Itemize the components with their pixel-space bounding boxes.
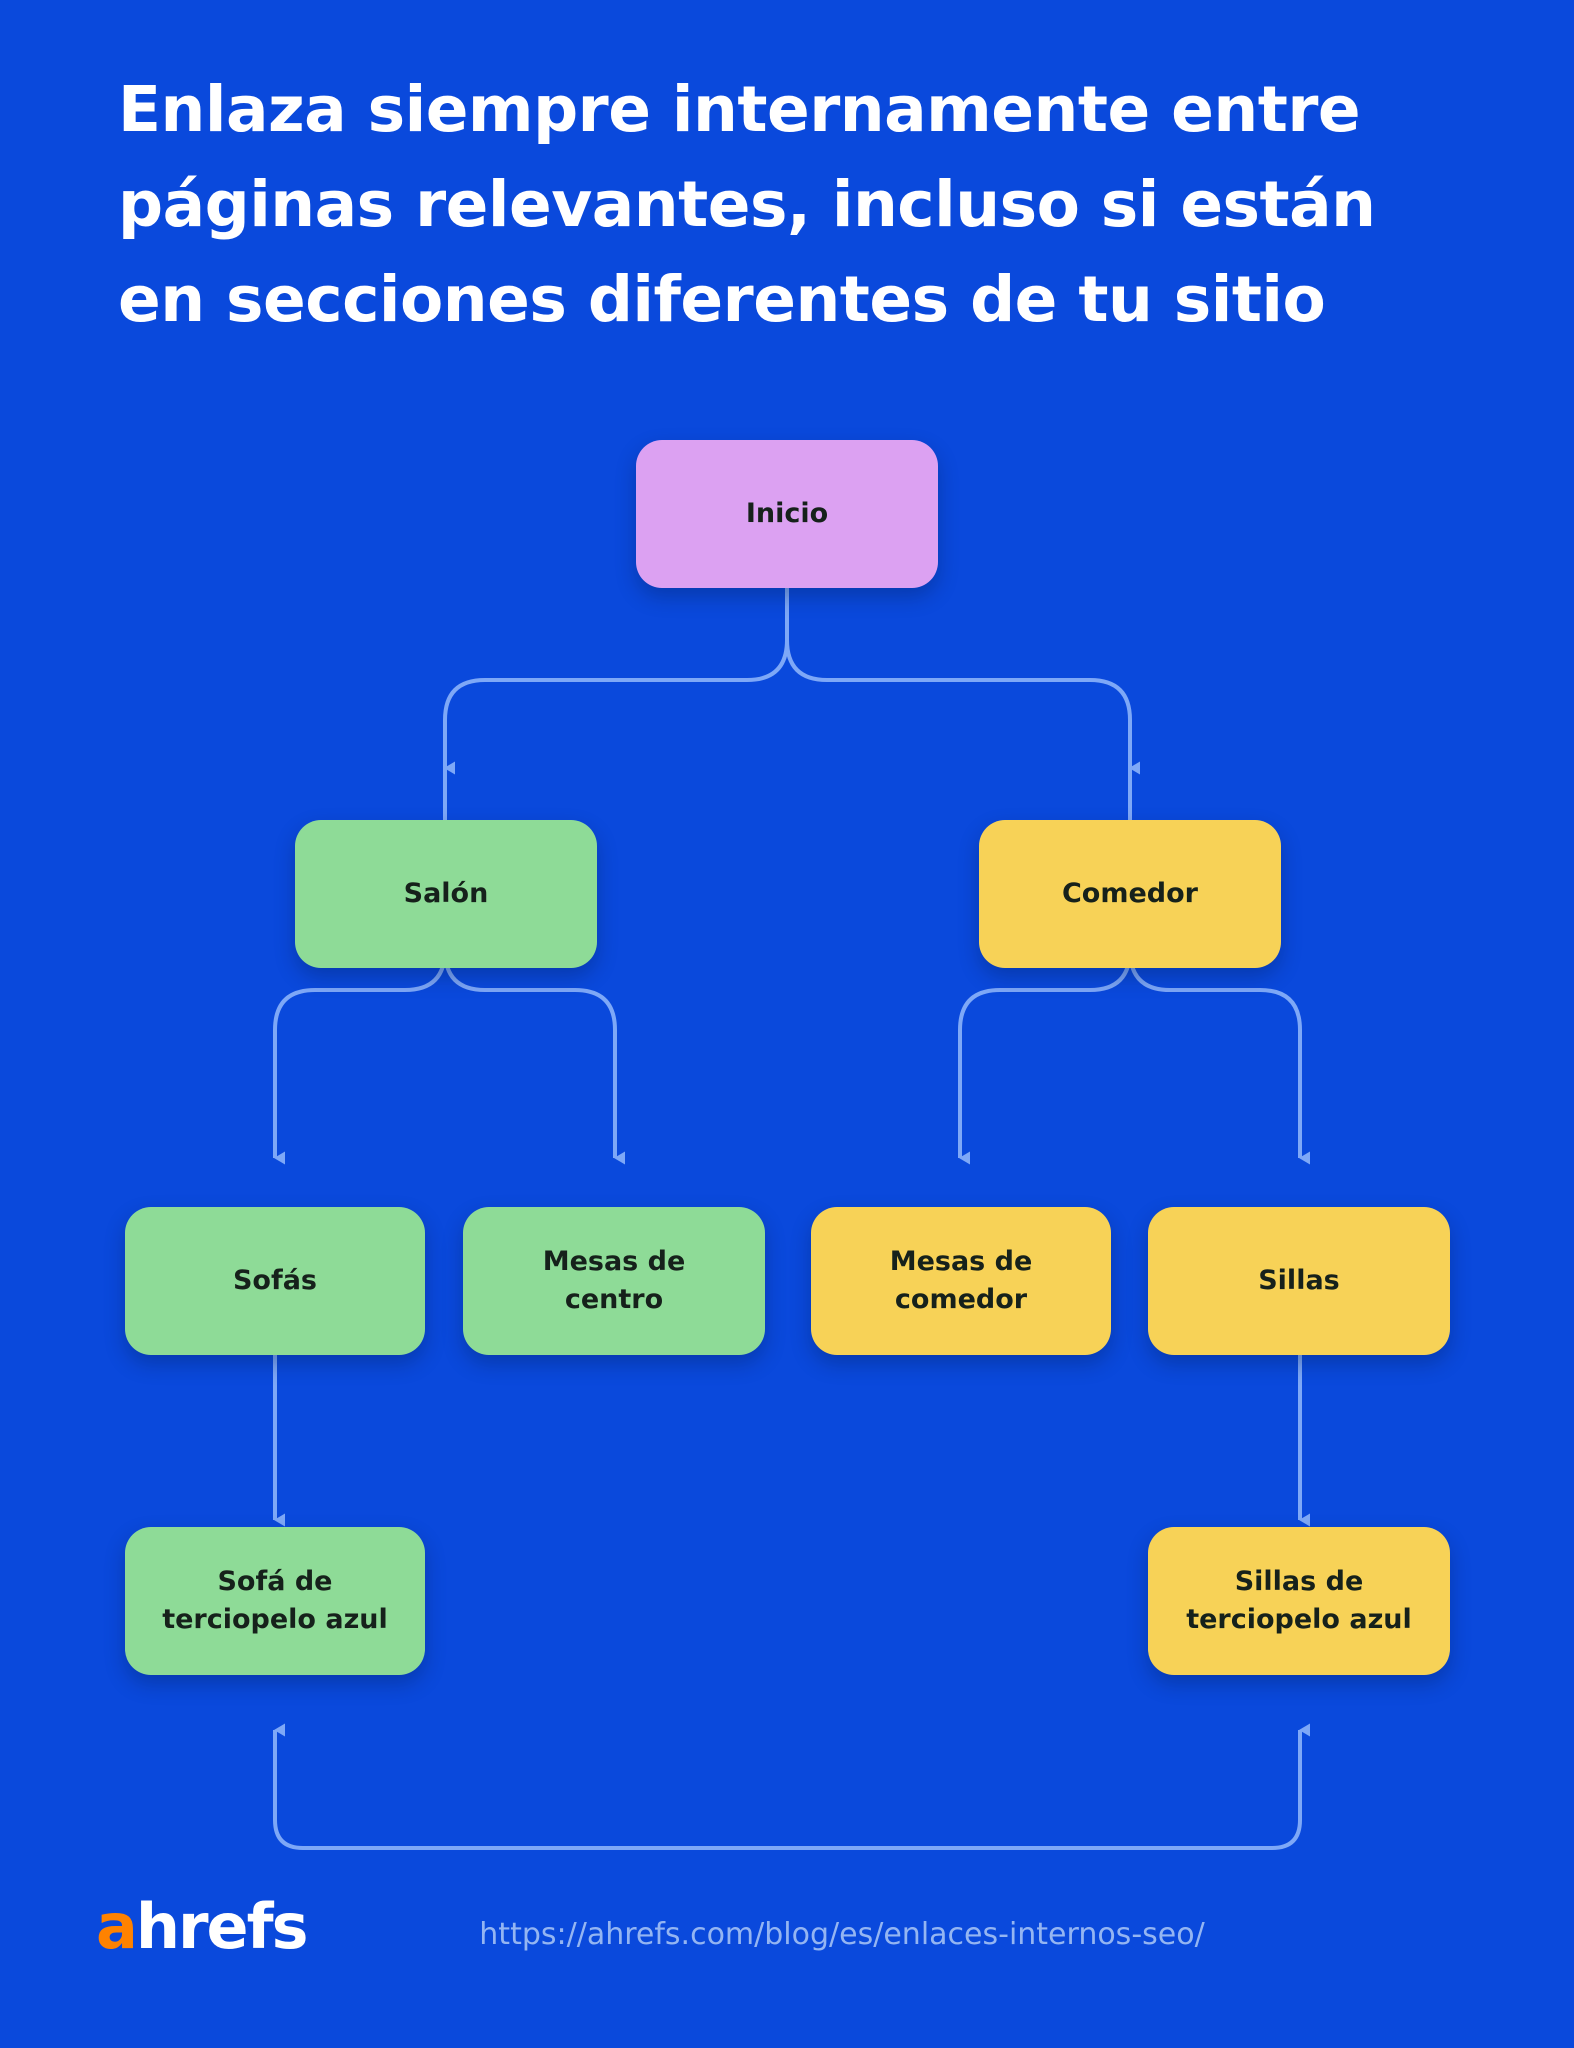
flow-node-label: Sillas de terciopelo azul: [1186, 1566, 1412, 1635]
ahrefs-logo-accent-letter: a: [96, 1890, 138, 1963]
page-title: Enlaza siempre internamente entre página…: [118, 73, 1376, 336]
flow-node-mesas-comedor[interactable]: Mesas de comedor: [811, 1207, 1111, 1355]
source-url[interactable]: https://ahrefs.com/blog/es/enlaces-inter…: [479, 1917, 1205, 1952]
flow-node-label: Sofás: [232, 1265, 318, 1296]
flow-node-label: Sofá de terciopelo azul: [162, 1566, 388, 1635]
edge-inicio-salon: [443, 455, 789, 775]
flow-node-label: Salón: [403, 878, 489, 909]
ahrefs-logo[interactable]: a hrefs: [96, 1890, 309, 1963]
flow-node-mesas-centro[interactable]: Mesas de centro: [463, 1207, 765, 1355]
flow-node-label: Comedor: [1061, 878, 1198, 909]
flow-node-sillas-terciopelo-azul[interactable]: Sillas de terciopelo azul: [1148, 1527, 1450, 1675]
flow-node-inicio[interactable]: Inicio: [636, 440, 938, 588]
flow-node-comedor[interactable]: Comedor: [979, 820, 1281, 968]
flow-node-sillas[interactable]: Sillas: [1148, 1207, 1450, 1355]
flow-node-label: Mesas de centro: [542, 1246, 686, 1315]
flow-node-sofas[interactable]: Sofás: [125, 1207, 425, 1355]
flow-node-label: Mesas de comedor: [889, 1246, 1033, 1315]
ahrefs-logo-wordmark: hrefs: [135, 1890, 309, 1963]
flow-node-label: Sillas: [1258, 1265, 1340, 1296]
flow-node-label: Inicio: [745, 498, 829, 529]
flow-node-sofa-terciopelo-azul[interactable]: Sofá de terciopelo azul: [125, 1527, 425, 1675]
edge-cross-link-bus: [273, 1800, 1302, 1850]
edge-inicio-comedor: [785, 455, 1140, 775]
flow-node-salon[interactable]: Salón: [295, 820, 597, 968]
